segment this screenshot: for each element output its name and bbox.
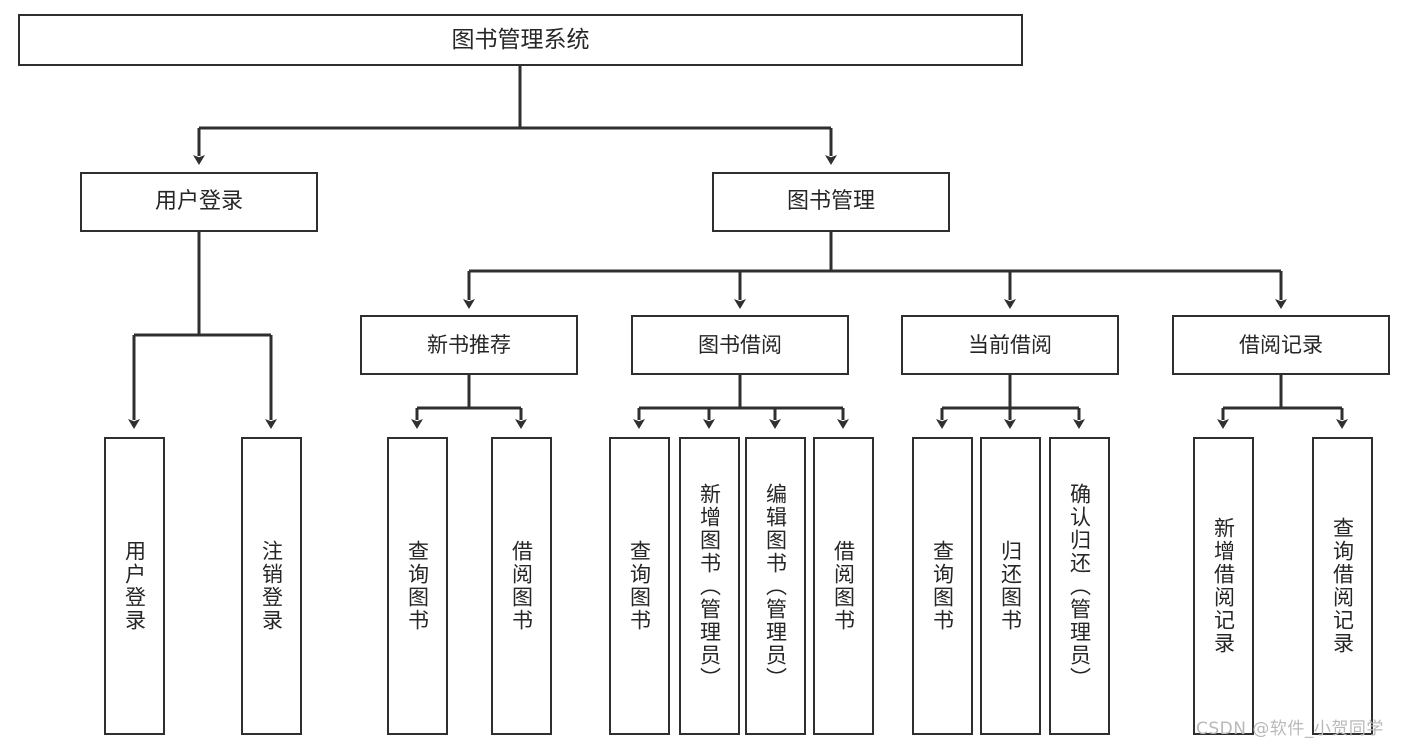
node-label: 查询图书 <box>627 540 652 632</box>
leaf-current-query-book[interactable]: 查询图书 <box>912 437 973 735</box>
leaf-recommend-borrow-book[interactable]: 借阅图书 <box>491 437 552 735</box>
node-user-login[interactable]: 用户登录 <box>80 172 318 232</box>
node-label: 图书管理 <box>786 189 875 215</box>
node-label: 新书推荐 <box>427 332 511 357</box>
node-label: 用户登录 <box>154 189 243 215</box>
leaf-borrow-borrow-book[interactable]: 借阅图书 <box>813 437 874 735</box>
node-book-management[interactable]: 图书管理 <box>712 172 950 232</box>
leaf-records-query-record[interactable]: 查询借阅记录 <box>1312 437 1373 735</box>
node-current-borrow[interactable]: 当前借阅 <box>901 315 1119 375</box>
node-label: 当前借阅 <box>968 332 1052 357</box>
leaf-borrow-add-book-admin[interactable]: 新增图书（管理员） <box>679 437 740 735</box>
node-label: 新增图书（管理员） <box>697 482 722 690</box>
node-label: 借阅记录 <box>1239 332 1323 357</box>
node-label: 归还图书 <box>998 540 1023 632</box>
leaf-recommend-query-book[interactable]: 查询图书 <box>387 437 448 735</box>
node-label: 确认归还（管理员） <box>1067 482 1092 690</box>
leaf-current-return-book[interactable]: 归还图书 <box>980 437 1041 735</box>
leaf-records-add-record[interactable]: 新增借阅记录 <box>1193 437 1254 735</box>
leaf-user-logout[interactable]: 注销登录 <box>241 437 302 735</box>
node-label: 查询借阅记录 <box>1330 517 1355 655</box>
node-label: 图书借阅 <box>698 332 782 357</box>
node-label: 借阅图书 <box>831 540 856 632</box>
node-label: 图书管理系统 <box>451 26 590 53</box>
node-borrow-records[interactable]: 借阅记录 <box>1172 315 1390 375</box>
leaf-borrow-edit-book-admin[interactable]: 编辑图书（管理员） <box>745 437 806 735</box>
node-label: 注销登录 <box>259 540 284 632</box>
csdn-watermark: CSDN @软件_小贺同学 <box>1196 719 1384 739</box>
node-label: 用户登录 <box>122 540 147 632</box>
node-label: 编辑图书（管理员） <box>763 482 788 690</box>
node-book-borrow[interactable]: 图书借阅 <box>631 315 849 375</box>
node-label: 借阅图书 <box>509 540 534 632</box>
leaf-borrow-query-book[interactable]: 查询图书 <box>609 437 670 735</box>
node-label: 新增借阅记录 <box>1211 517 1236 655</box>
leaf-user-login[interactable]: 用户登录 <box>104 437 165 735</box>
node-label: 查询图书 <box>930 540 955 632</box>
leaf-current-confirm-return-admin[interactable]: 确认归还（管理员） <box>1049 437 1110 735</box>
node-root-system[interactable]: 图书管理系统 <box>18 14 1023 66</box>
node-new-book-recommend[interactable]: 新书推荐 <box>360 315 578 375</box>
node-label: 查询图书 <box>405 540 430 632</box>
